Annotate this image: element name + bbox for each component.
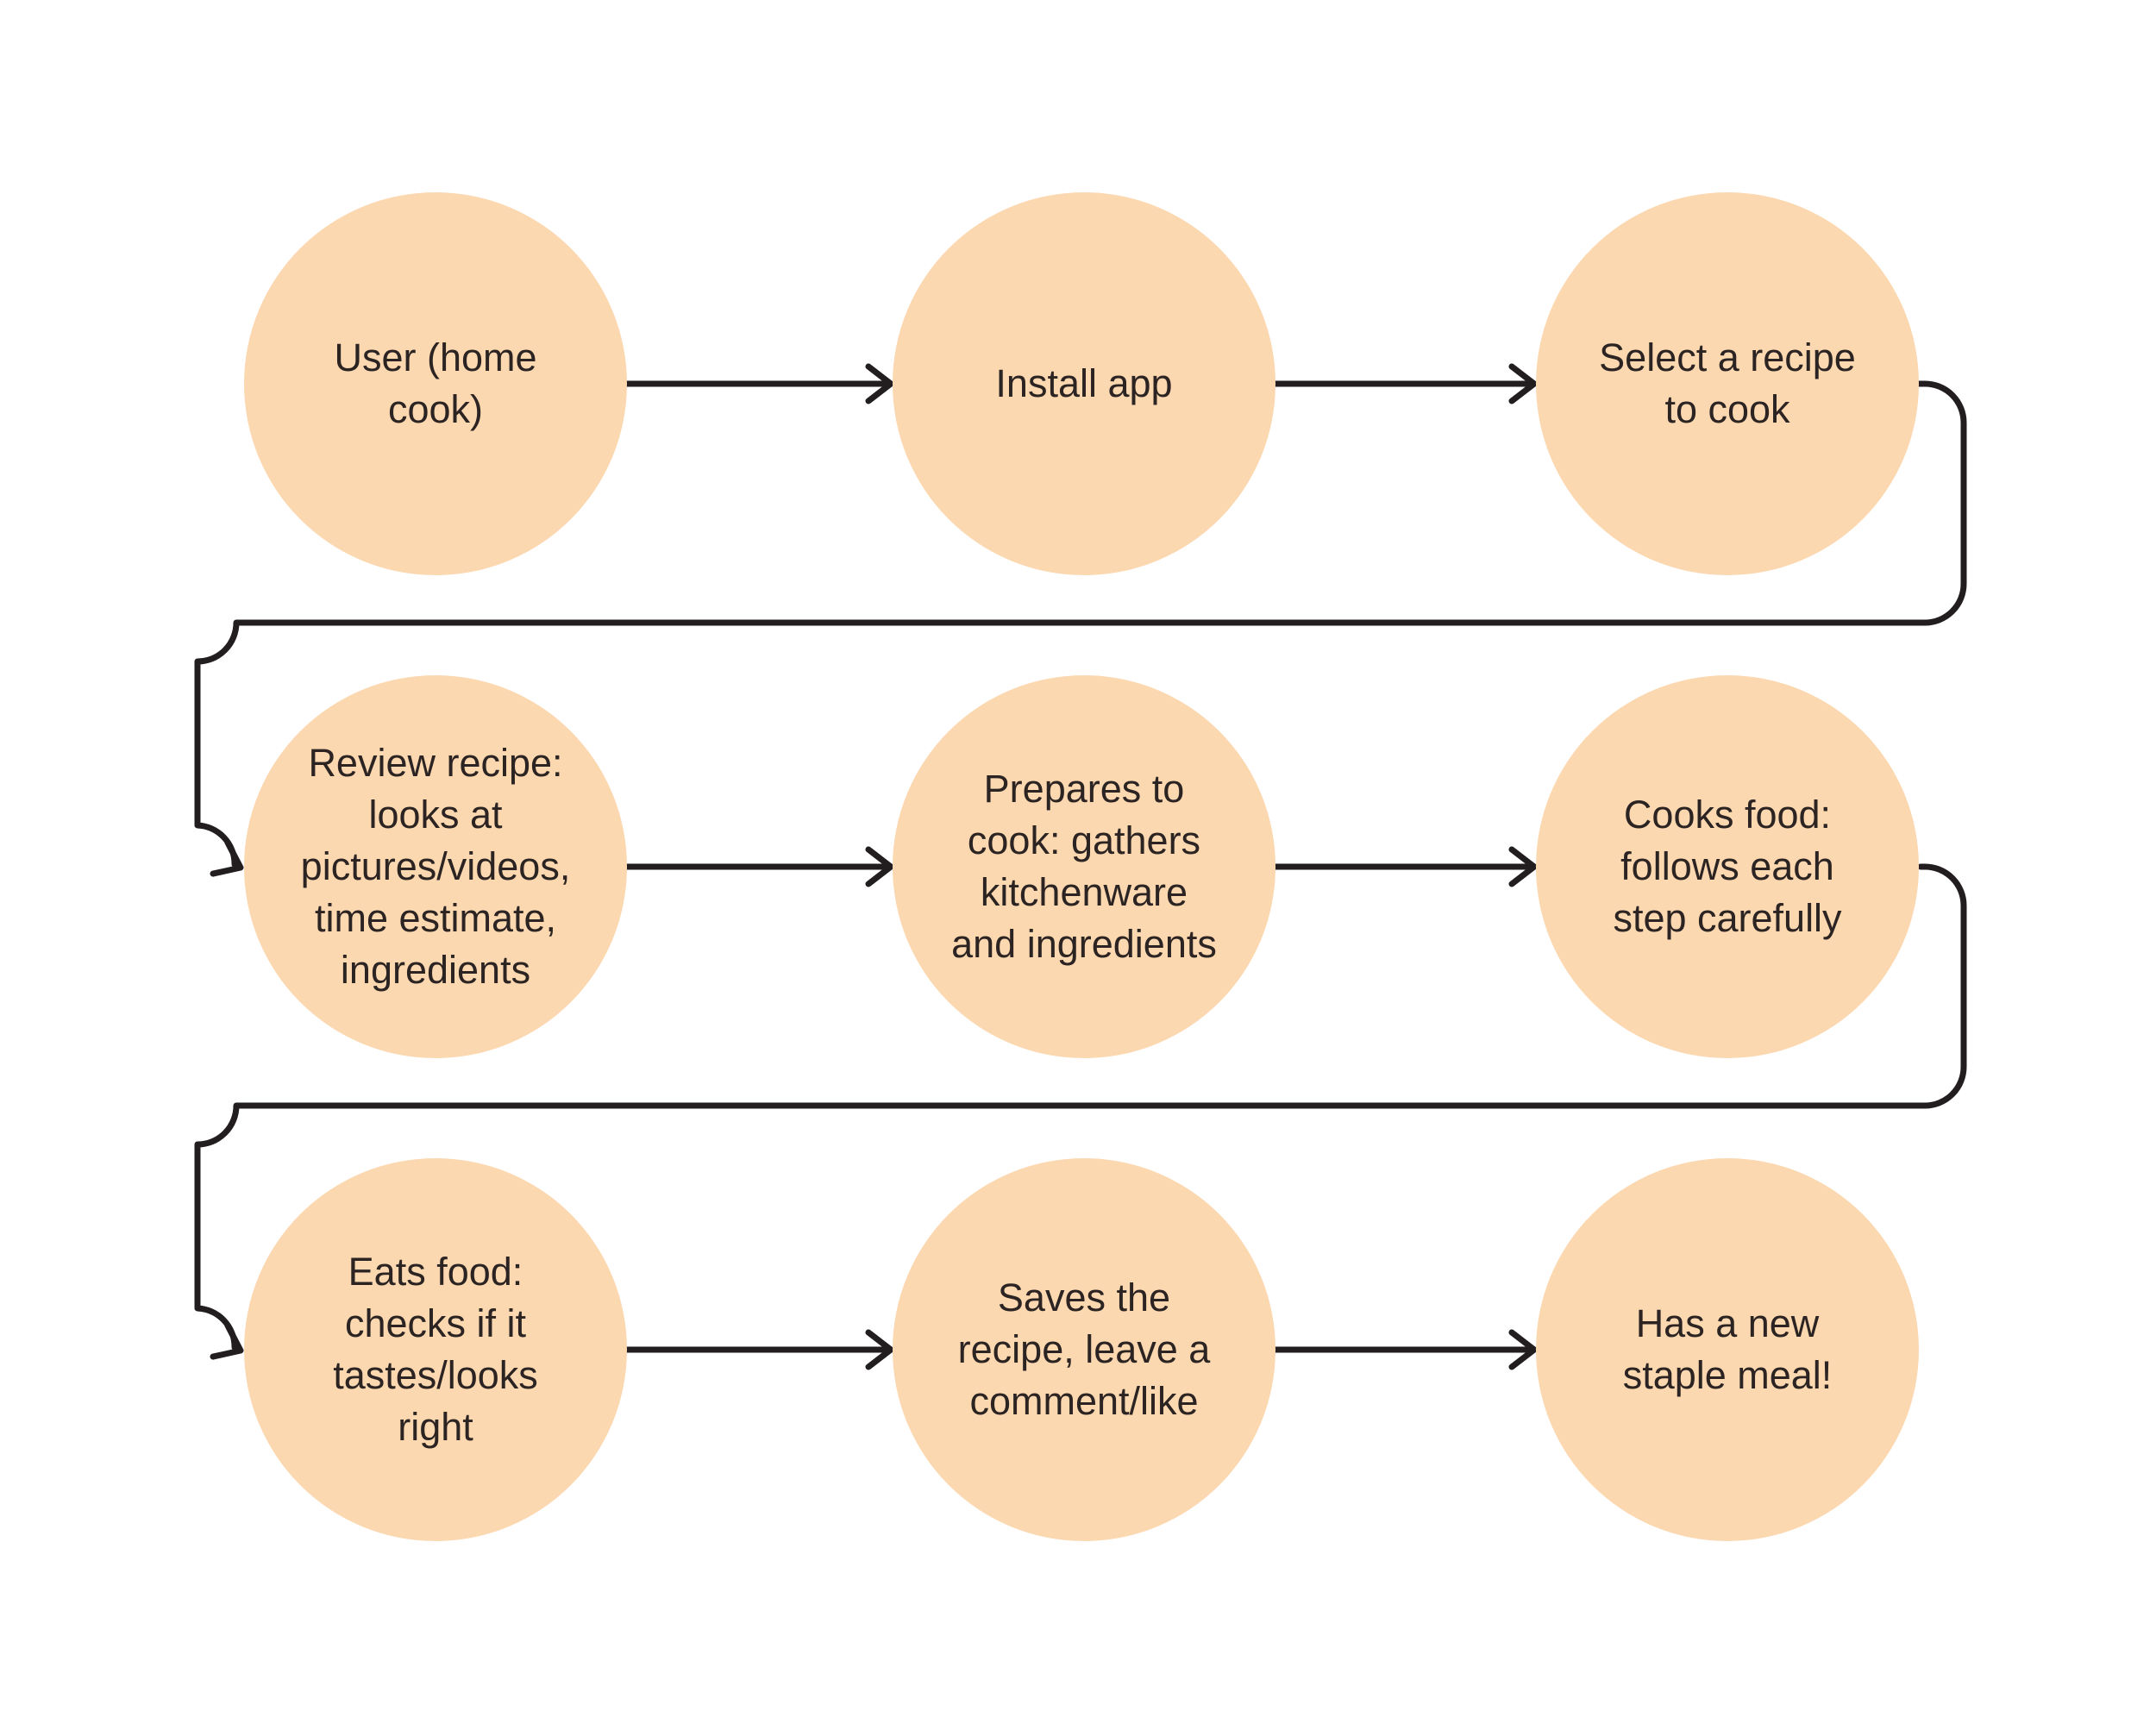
edge-cook-food-eat-food (194, 863, 1967, 1360)
arrowhead-icon (1508, 363, 1538, 404)
edge-user-install-app (624, 363, 894, 404)
node-label: Has a new staple meal! (1622, 1301, 1833, 1397)
arrowhead-icon (210, 839, 244, 877)
node-label: Eats food: checks if it tastes/looks rig… (333, 1250, 538, 1449)
flow-node-save-recipe: Saves the recipe, leave a comment/like (893, 1158, 1275, 1541)
arrowhead-icon (865, 846, 894, 887)
flow-node-cook-food: Cooks food: follows each step carefully (1536, 675, 1919, 1058)
flow-node-user: User (home cook) (244, 192, 627, 575)
arrowhead-icon (865, 1329, 894, 1370)
edge-prepare-cook-cook-food (1272, 846, 1538, 887)
arrowhead-icon (865, 363, 894, 404)
node-label: Prepares to cook: gathers kitchenware an… (951, 767, 1217, 966)
node-label: Select a recipe to cook (1599, 335, 1856, 431)
node-label: Cooks food: follows each step carefully (1613, 793, 1842, 940)
flow-node-prepare-cook: Prepares to cook: gathers kitchenware an… (893, 675, 1275, 1058)
flow-node-install-app: Install app (893, 192, 1275, 575)
node-label: Saves the recipe, leave a comment/like (957, 1276, 1211, 1423)
edge-line (194, 380, 1967, 868)
node-label: Install app (995, 361, 1173, 405)
edge-line (194, 863, 1967, 1351)
flow-node-select-recipe: Select a recipe to cook (1536, 192, 1919, 575)
edge-install-app-select-recipe (1272, 363, 1538, 404)
flow-node-new-staple: Has a new staple meal! (1536, 1158, 1919, 1541)
arrowhead-icon (1508, 1329, 1538, 1370)
node-label: User (home cook) (334, 335, 537, 431)
flow-node-review-recipe: Review recipe: looks at pictures/videos,… (244, 675, 627, 1058)
arrowhead-icon (1508, 846, 1538, 887)
flow-node-eat-food: Eats food: checks if it tastes/looks rig… (244, 1158, 627, 1541)
node-label: Review recipe: looks at pictures/videos,… (300, 741, 571, 992)
edge-select-recipe-review-recipe (194, 380, 1967, 877)
edge-eat-food-save-recipe (624, 1329, 894, 1370)
edge-review-recipe-prepare-cook (624, 846, 894, 887)
arrowhead-icon (210, 1322, 244, 1360)
edge-save-recipe-new-staple (1272, 1329, 1538, 1370)
